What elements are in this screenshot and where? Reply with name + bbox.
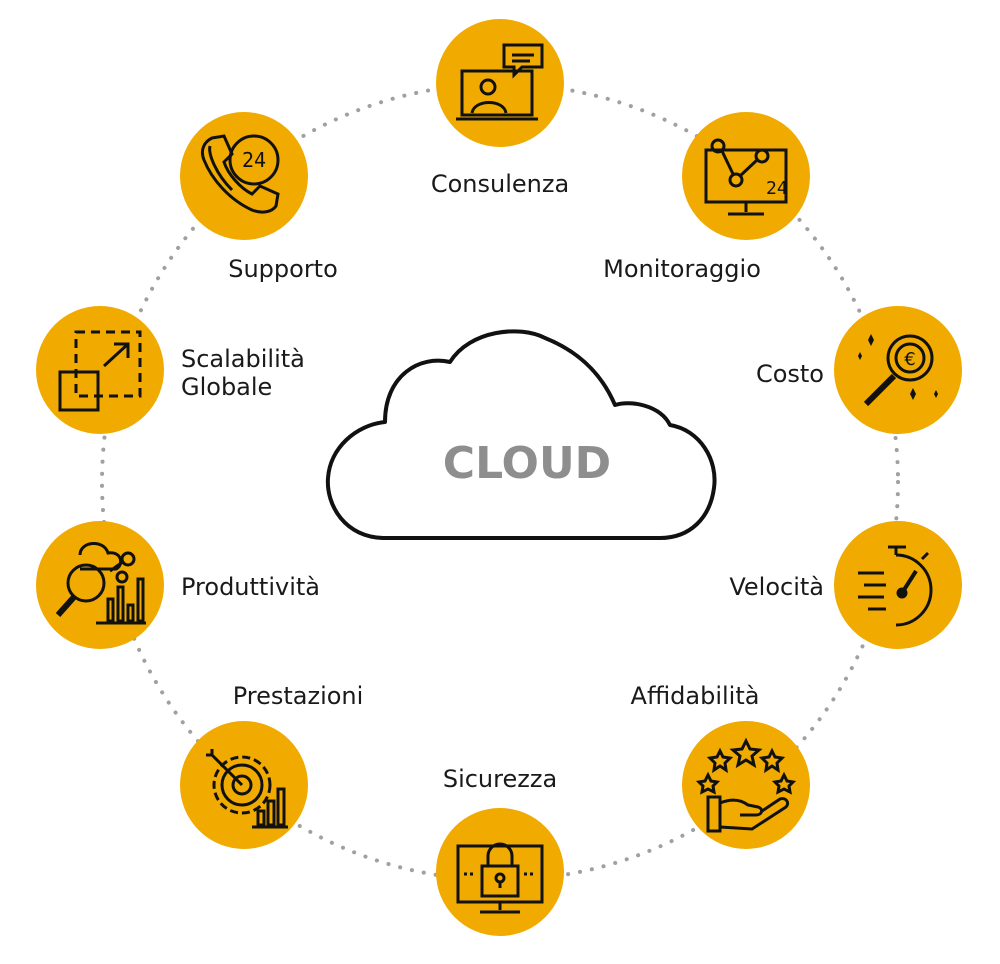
node-supporto: 24 [180,112,308,240]
node-circle [682,112,810,240]
phone-24-icon: 24 [200,134,280,214]
node-circle [436,808,564,936]
label-costo: Costo [755,360,824,388]
svg-text:24: 24 [242,148,266,172]
label-consulenza: Consulenza [430,170,570,198]
node-circle [36,521,164,649]
node-circle [682,721,810,849]
node-affidabilita [682,721,810,849]
video-consulting-icon [456,43,544,121]
stopwatch-speed-icon [858,545,933,627]
node-circle [180,112,308,240]
node-sicurezza [436,808,564,936]
node-prestazioni [180,721,308,849]
label-scalabilita: Scalabilità Globale [181,345,305,401]
cloud-shape [325,329,717,540]
node-circle [180,721,308,849]
scale-arrow-icon [58,330,142,412]
label-prestazioni: Prestazioni [232,682,364,710]
label-monitoraggio: Monitoraggio [603,255,761,283]
node-velocita [834,521,962,649]
cloud-title: CLOUD [443,438,611,489]
label-produttivita: Produttività [181,573,320,601]
node-consulenza [436,19,564,147]
node-circle [834,306,962,434]
label-scalabilita-line2: Globale [181,373,273,401]
node-scalabilita [36,306,164,434]
monitor-lock-icon [456,842,544,914]
label-velocita: Velocità [729,573,824,601]
euro-magnifier-icon: € [858,334,938,407]
svg-text:24: 24 [766,178,788,199]
node-costo: € [834,306,962,434]
label-affidabilita: Affidabilità [630,682,760,710]
node-circle [436,19,564,147]
node-circle [36,306,164,434]
label-supporto: Supporto [228,255,338,283]
chart-magnifier-icon [55,542,146,625]
node-monitoraggio: 24 [682,112,810,240]
hand-stars-icon [695,737,797,833]
monitoring-24-icon: 24 [704,138,788,216]
gear-target-icon [206,749,288,829]
label-scalabilita-line1: Scalabilità [181,345,305,373]
node-produttivita [36,521,164,649]
svg-text:€: € [904,349,915,370]
label-sicurezza: Sicurezza [442,765,558,793]
node-circle [834,521,962,649]
